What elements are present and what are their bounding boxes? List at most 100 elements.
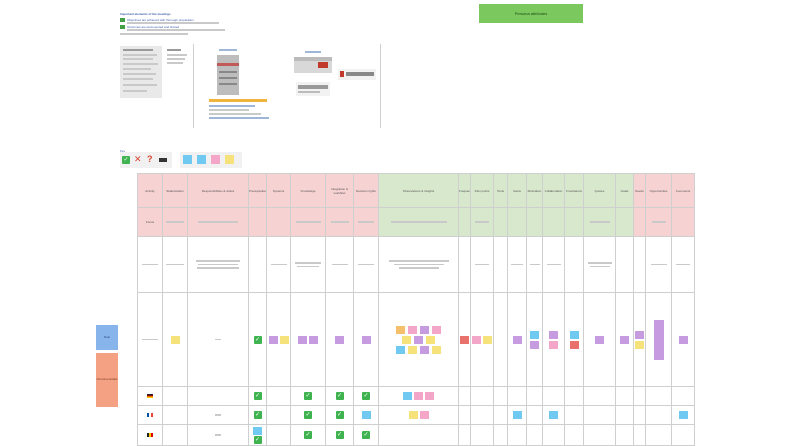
- sticky-note[interactable]: [595, 335, 604, 344]
- column-header: Comments: [671, 173, 695, 208]
- sticky-note[interactable]: [414, 335, 423, 344]
- text-line: [209, 113, 261, 115]
- persona-table: Activity Stakeholders Responsibilities &…: [137, 173, 695, 446]
- sticky-note[interactable]: [408, 345, 418, 354]
- document-card[interactable]: [120, 46, 162, 98]
- legend-swatch: [197, 155, 206, 164]
- column-header: Decision rights: [353, 173, 379, 208]
- sticky-note[interactable]: [309, 335, 318, 344]
- text-line: [167, 62, 183, 64]
- sticky-note[interactable]: [620, 335, 629, 344]
- sticky-note[interactable]: [408, 325, 418, 334]
- sticky-note[interactable]: [361, 335, 371, 344]
- sticky-note[interactable]: [335, 335, 344, 344]
- sticky-note[interactable]: [419, 411, 429, 419]
- sticky-note[interactable]: [569, 330, 579, 339]
- image-caption: [305, 51, 321, 53]
- highlight-bar: [209, 99, 267, 102]
- sticky-note[interactable]: [408, 411, 418, 419]
- sticky-note[interactable]: [268, 335, 278, 344]
- check-icon[interactable]: ✓: [304, 431, 312, 439]
- persona-attributes-banner[interactable]: Persona attributes: [479, 4, 583, 23]
- column-header: Frustrations: [564, 173, 584, 208]
- column-header: Collaboration: [542, 173, 565, 208]
- sticky-note[interactable]: [530, 340, 539, 349]
- flag-icon: [147, 432, 153, 437]
- sticky-note[interactable]: [425, 392, 434, 400]
- logo-image: [296, 82, 330, 96]
- link-line[interactable]: [209, 117, 269, 119]
- column-header: Motivation: [526, 173, 543, 208]
- row-label: Focus: [137, 207, 163, 237]
- sticky-note[interactable]: [569, 340, 579, 349]
- sticky-note[interactable]: [396, 345, 406, 354]
- check-icon[interactable]: ✓: [335, 431, 344, 439]
- sticky-note[interactable]: [402, 335, 412, 344]
- sticky-note[interactable]: [425, 335, 435, 344]
- legend-swatch: [225, 155, 234, 164]
- sticky-note[interactable]: [678, 411, 688, 419]
- sticky-note[interactable]: [361, 411, 371, 419]
- check-icon[interactable]: ✓: [304, 411, 312, 419]
- sticky-note[interactable]: [298, 335, 307, 344]
- check-icon[interactable]: ✓: [304, 392, 312, 400]
- legend-swatch: [183, 155, 192, 164]
- check-icon[interactable]: ✓: [362, 392, 370, 400]
- logo-image: [338, 69, 376, 80]
- sticky-note[interactable]: [431, 345, 441, 354]
- check-icon[interactable]: ✓: [335, 411, 344, 419]
- sticky-note[interactable]: [279, 335, 289, 344]
- column-header: Prerequisites: [248, 173, 267, 208]
- sticky-note[interactable]: [678, 335, 688, 344]
- check-icon[interactable]: ✓: [253, 436, 262, 444]
- sticky-note[interactable]: [170, 335, 180, 344]
- sticky-note[interactable]: [549, 330, 558, 339]
- check-icon: [120, 25, 125, 29]
- intro-text-line: [127, 29, 225, 31]
- column-header: Systems: [266, 173, 291, 208]
- sticky-note[interactable]: [530, 330, 539, 339]
- sticky-note[interactable]: [419, 325, 429, 334]
- sticky-note[interactable]: [253, 427, 262, 435]
- intro-line-1: Objectives are achieved with thorough pr…: [127, 18, 194, 22]
- link-line[interactable]: [209, 105, 255, 107]
- sticky-note[interactable]: [419, 345, 429, 354]
- sticky-note[interactable]: [549, 411, 558, 419]
- sticky-note[interactable]: [403, 392, 412, 400]
- column-header: Frequency: [458, 173, 471, 208]
- sticky-note[interactable]: [396, 325, 406, 334]
- persona-details-sticky[interactable]: Persona details: [96, 353, 118, 407]
- sticky-note[interactable]: [483, 335, 492, 344]
- sticky-note[interactable]: [460, 335, 469, 344]
- check-icon[interactable]: ✓: [362, 431, 370, 439]
- check-icon[interactable]: ✓: [253, 392, 262, 400]
- screenshot-thumbnail[interactable]: [217, 55, 239, 95]
- sticky-note[interactable]: [653, 319, 664, 360]
- sticky-note[interactable]: [414, 392, 423, 400]
- column-header: Quotes: [583, 173, 616, 208]
- sticky-note[interactable]: [635, 330, 644, 339]
- table-row: ✓ ✓ ✓: [137, 405, 695, 425]
- sticky-note[interactable]: [512, 335, 522, 344]
- divider: [380, 44, 381, 128]
- check-icon[interactable]: ✓: [335, 392, 344, 400]
- text-line: [167, 54, 187, 56]
- sticky-note[interactable]: [549, 340, 558, 349]
- flag-icon: [147, 393, 153, 398]
- text-line: [167, 49, 181, 51]
- table-header-row: Activity Stakeholders Responsibilities &…: [137, 173, 695, 208]
- intro-text-line: [127, 22, 219, 24]
- sticky-note[interactable]: [512, 411, 522, 419]
- column-header: Goals: [615, 173, 634, 208]
- cross-icon: ✕: [134, 154, 142, 164]
- role-sticky[interactable]: Role: [96, 325, 118, 350]
- sticky-note[interactable]: [472, 335, 481, 344]
- screenshot-thumbnail[interactable]: [294, 57, 332, 73]
- intro-heading: Important elements of the meetings: [120, 12, 171, 16]
- sticky-note[interactable]: [431, 325, 441, 334]
- sticky-note[interactable]: [635, 340, 644, 349]
- check-icon[interactable]: ✓: [253, 335, 262, 344]
- check-icon[interactable]: ✓: [253, 411, 262, 419]
- minus-icon: [159, 158, 167, 162]
